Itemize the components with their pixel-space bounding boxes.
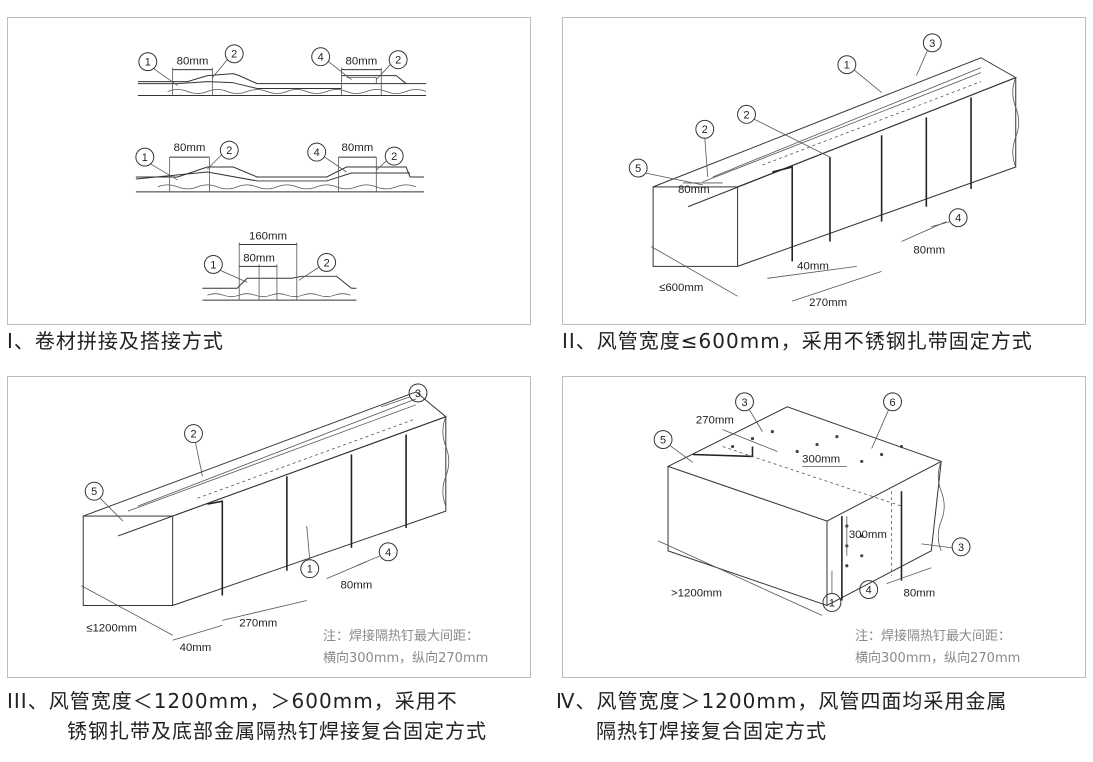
dim-270mm: 270mm <box>809 297 847 309</box>
callout-2 <box>184 424 203 444</box>
dim-80mm: 80mm <box>174 142 206 154</box>
svg-text:1: 1 <box>142 152 148 164</box>
note-panel-4: 注：焊接隔热钉最大间距： 横向300mm，纵向270mm <box>855 629 1021 666</box>
callout-3 <box>951 537 971 557</box>
joint-row-2: 80mm 80mm 1 2 4 2 <box>135 140 424 193</box>
callout-5 <box>628 158 648 178</box>
dim-270mm: 270mm <box>696 415 734 427</box>
callout-4 <box>859 580 879 600</box>
dim-80mm: 80mm <box>678 184 710 196</box>
duct-body <box>652 57 1020 267</box>
dim-300mm: 300mm <box>802 453 840 465</box>
dim-80mm: 80mm <box>341 580 373 592</box>
svg-text:3: 3 <box>415 388 421 400</box>
callout-1 <box>203 254 223 274</box>
svg-text:2: 2 <box>391 151 397 163</box>
dim-160mm: 160mm <box>249 231 287 243</box>
callout-4 <box>307 142 327 162</box>
callout-1 <box>837 55 857 75</box>
svg-text:5: 5 <box>91 486 97 498</box>
svg-text:2: 2 <box>226 145 232 157</box>
callout-5 <box>84 481 104 501</box>
svg-text:2: 2 <box>743 109 749 121</box>
svg-text:4: 4 <box>314 147 320 159</box>
callout-2 <box>388 50 408 70</box>
joint-row-3: 160mm 80mm 1 2 <box>202 231 357 301</box>
dim-width: >1200mm <box>671 588 722 600</box>
diagram-insulation-joints: 80mm 80mm 1 2 4 2 80mm 8 <box>135 44 427 301</box>
svg-text:1: 1 <box>145 57 151 69</box>
callout-4 <box>311 47 331 67</box>
caption-panel-1: I、卷材拼接及搭接方式 <box>7 329 224 353</box>
svg-text:2: 2 <box>395 55 401 67</box>
svg-text:5: 5 <box>635 163 641 175</box>
dim-80mm: 80mm <box>913 244 945 256</box>
svg-text:4: 4 <box>385 547 391 559</box>
callout-6 <box>883 392 902 412</box>
svg-text:3: 3 <box>741 397 747 409</box>
duct-body <box>666 406 945 607</box>
dim-300mm: 300mm <box>849 529 887 541</box>
callout-5 <box>653 430 673 450</box>
svg-text:5: 5 <box>660 435 666 447</box>
joint-row-1: 80mm 80mm 1 2 4 2 <box>137 44 427 96</box>
callout-2 <box>384 146 404 166</box>
callout-2 <box>317 252 337 272</box>
caption-panel-2: II、风管宽度≤600mm，采用不锈钢扎带固定方式 <box>562 329 1033 353</box>
callout-2 <box>219 140 239 160</box>
callout-4 <box>378 542 398 562</box>
dim-80mm: 80mm <box>346 56 378 68</box>
callout-1 <box>138 52 158 72</box>
callout-1 <box>135 147 155 167</box>
callout-2 <box>224 44 244 64</box>
svg-text:4: 4 <box>866 585 872 597</box>
svg-text:4: 4 <box>955 213 961 225</box>
callout-2 <box>695 119 715 139</box>
diagram-duct-1200: 80mm 270mm 40mm ≤1200mm 5 2 3 1 4 <box>81 383 450 654</box>
svg-text:3: 3 <box>958 542 964 554</box>
callout-4 <box>948 208 968 228</box>
svg-text:2: 2 <box>190 429 196 441</box>
caption-panel-3: III、风管宽度＜1200mm，＞600mm，采用不 锈钢扎带及底部金属隔热钉焊… <box>7 689 487 743</box>
panel-2-steel-strap-600: 80mm 40mm 270mm 80mm ≤600mm 5 2 2 1 3 4 <box>562 17 1086 325</box>
dim-80mm: 80mm <box>243 252 275 264</box>
callout-3 <box>922 33 942 53</box>
svg-text:2: 2 <box>324 257 330 269</box>
callout-3 <box>408 383 428 403</box>
diagram-duct-over-1200: 270mm 300mm 300mm 80mm >1200mm 5 3 6 3 4… <box>653 392 971 616</box>
dim-80mm: 80mm <box>342 142 374 154</box>
svg-text:3: 3 <box>929 38 935 50</box>
dim-40mm: 40mm <box>180 642 212 654</box>
diagram-duct-600: 80mm 40mm 270mm 80mm ≤600mm 5 2 2 1 3 4 <box>628 33 1020 309</box>
svg-text:4: 4 <box>318 52 324 64</box>
callout-2 <box>737 104 756 124</box>
dim-width: ≤1200mm <box>86 622 137 634</box>
dim-80mm: 80mm <box>177 56 209 68</box>
svg-text:1: 1 <box>210 259 216 271</box>
callout-3 <box>735 392 754 412</box>
svg-text:1: 1 <box>844 60 850 72</box>
svg-text:1: 1 <box>829 597 835 609</box>
svg-text:2: 2 <box>702 124 708 136</box>
panel-3-strap-and-pins: 80mm 270mm 40mm ≤1200mm 5 2 3 1 4 <box>7 376 531 678</box>
dim-270mm: 270mm <box>239 617 277 629</box>
svg-text:1: 1 <box>307 564 313 576</box>
svg-text:2: 2 <box>231 49 237 61</box>
panel-1-insulation-joints: 80mm 80mm 1 2 4 2 80mm 8 <box>7 17 531 325</box>
caption-panel-4: Ⅳ、风管宽度＞1200mm，风管四面均采用金属 隔热钉焊接复合固定方式 <box>556 689 1008 743</box>
dim-80mm: 80mm <box>903 588 935 600</box>
dim-width: ≤600mm <box>659 282 703 294</box>
note-panel-3: 注：焊接隔热钉最大间距： 横向300mm，纵向270mm <box>323 629 489 666</box>
panel-4-pins-all-faces: 270mm 300mm 300mm 80mm >1200mm 5 3 6 3 4… <box>562 376 1086 678</box>
dim-40mm: 40mm <box>797 260 829 272</box>
duct-body <box>82 391 450 606</box>
svg-text:6: 6 <box>890 397 896 409</box>
